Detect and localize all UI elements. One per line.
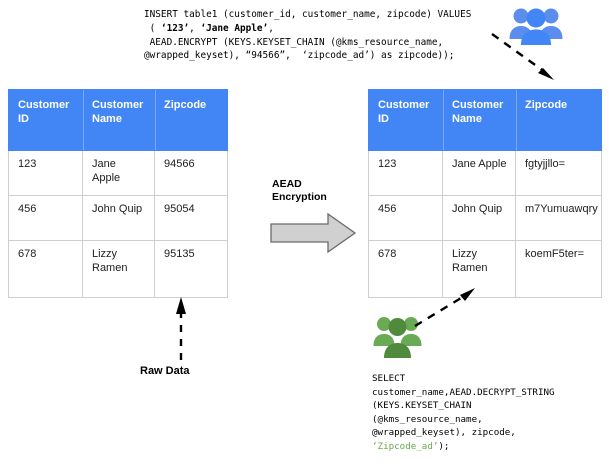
plaintext-table: Customer ID Customer Name Zipcode 123 Ja… <box>8 89 228 298</box>
table-header-row: Customer ID Customer Name Zipcode <box>8 89 228 151</box>
cell-customer-name: Jane Apple <box>82 150 155 196</box>
sql-token: ‘123’ <box>160 22 190 34</box>
table-row: 678 Lizzy Ramen 95135 <box>8 240 228 298</box>
sql-token: INSERT table1 (customer_id, customer_nam… <box>144 9 472 20</box>
cell-zipcode: 95135 <box>154 240 228 298</box>
table-header-row: Customer ID Customer Name Zipcode <box>368 89 602 151</box>
sql-token: AEAD.ENCRYPT (KEYS.KEYSET_CHAIN (@kms_re… <box>144 36 444 48</box>
raw-data-label: Raw Data <box>140 365 190 377</box>
select-sql-statement: SELECT customer_name,AEAD.DECRYPT_STRING (… <box>372 372 555 454</box>
cell-zipcode: 94566 <box>154 150 228 196</box>
column-header-customer-id: Customer ID <box>8 89 83 151</box>
column-header-zipcode: Zipcode <box>154 89 228 151</box>
sql-line: (@kms_resource_name, <box>372 413 555 427</box>
sql-token: ( <box>144 22 161 34</box>
dashed-arrow-down-right-icon <box>488 30 563 93</box>
dashed-arrow-up-right-icon <box>413 284 483 334</box>
sql-line: @wrapped_keyset), “94566”, ‘zipcode_ad’)… <box>144 49 471 63</box>
block-arrow-right-svg <box>270 212 357 254</box>
sql-token: customer_name,AEAD.DECRYPT_STRING <box>372 386 555 398</box>
people-group-icon <box>508 4 564 51</box>
sql-line: customer_name,AEAD.DECRYPT_STRING <box>372 386 555 400</box>
column-header-customer-id: Customer ID <box>368 89 443 151</box>
aead-label-line1: AEAD <box>272 178 302 190</box>
cell-customer-name: John Quip <box>82 195 155 241</box>
cell-zipcode: koemF5ter= <box>515 240 602 298</box>
column-header-customer-name: Customer Name <box>442 89 516 151</box>
table-row: 456 John Quip m7Yumuawqry <box>368 195 602 241</box>
dashed-arrow-up-right-svg <box>414 288 475 328</box>
cell-zipcode: 95054 <box>154 195 228 241</box>
sql-token: ‘Zipcode_ad’ <box>372 440 439 452</box>
cell-customer-id: 123 <box>368 150 443 196</box>
aead-label-line2: Encryption <box>272 191 327 203</box>
sql-token: (KEYS.KEYSET_CHAIN <box>372 400 472 412</box>
sql-token: @wrapped_keyset), zipcode, <box>372 427 516 439</box>
aead-encryption-label: AEAD Encryption <box>272 178 327 204</box>
sql-token: , <box>189 22 201 34</box>
cell-customer-id: 456 <box>8 195 83 241</box>
cell-customer-id: 678 <box>8 240 83 298</box>
sql-line: INSERT table1 (customer_id, customer_nam… <box>144 8 471 22</box>
cell-customer-name: John Quip <box>442 195 516 241</box>
cell-customer-id: 456 <box>368 195 443 241</box>
sql-token: SELECT <box>372 373 406 384</box>
people-group-icon <box>373 311 423 366</box>
sql-token: ‘Jane Apple’ <box>200 22 269 34</box>
dashed-arrow-up-icon <box>172 296 190 367</box>
encrypted-table-element: Customer ID Customer Name Zipcode 123 Ja… <box>368 89 602 298</box>
cell-customer-name: Lizzy Ramen <box>82 240 155 298</box>
insert-sql-statement: INSERT table1 (customer_id, customer_nam… <box>144 8 471 63</box>
cell-customer-id: 678 <box>368 240 443 298</box>
dashed-arrow-up-svg <box>176 297 186 360</box>
table-row: 456 John Quip 95054 <box>8 195 228 241</box>
cell-customer-id: 123 <box>8 150 83 196</box>
dashed-arrow-down-right-svg <box>491 33 554 80</box>
sql-line: AEAD.ENCRYPT (KEYS.KEYSET_CHAIN (@kms_re… <box>144 36 471 50</box>
column-header-customer-name: Customer Name <box>82 89 155 151</box>
sql-token: @wrapped_keyset), “94566”, ‘zipcode_ad’)… <box>144 50 455 62</box>
cell-customer-name: Jane Apple <box>442 150 516 196</box>
sql-line: (KEYS.KEYSET_CHAIN <box>372 399 555 413</box>
column-header-zipcode: Zipcode <box>515 89 602 151</box>
encrypted-table: Customer ID Customer Name Zipcode 123 Ja… <box>368 89 602 298</box>
sql-line: SELECT <box>372 372 555 386</box>
sql-token: (@kms_resource_name, <box>372 413 483 425</box>
sql-line: ( ‘123’, ‘Jane Apple’, <box>144 22 471 36</box>
sql-line: ‘Zipcode_ad’); <box>372 440 555 454</box>
cell-zipcode: fgtyjjllo= <box>515 150 602 196</box>
cell-zipcode: m7Yumuawqry <box>515 195 602 241</box>
block-arrow-right-icon <box>270 212 357 258</box>
people-group-icon-svg <box>509 8 563 45</box>
plaintext-table-element: Customer ID Customer Name Zipcode 123 Ja… <box>8 89 228 298</box>
table-row: 123 Jane Apple fgtyjjllo= <box>368 150 602 196</box>
table-row: 678 Lizzy Ramen koemF5ter= <box>368 240 602 298</box>
sql-token: ); <box>438 440 450 452</box>
sql-line: @wrapped_keyset), zipcode, <box>372 426 555 440</box>
people-group-green-svg <box>373 317 422 358</box>
table-row: 123 Jane Apple 94566 <box>8 150 228 196</box>
sql-token: , <box>268 22 274 34</box>
